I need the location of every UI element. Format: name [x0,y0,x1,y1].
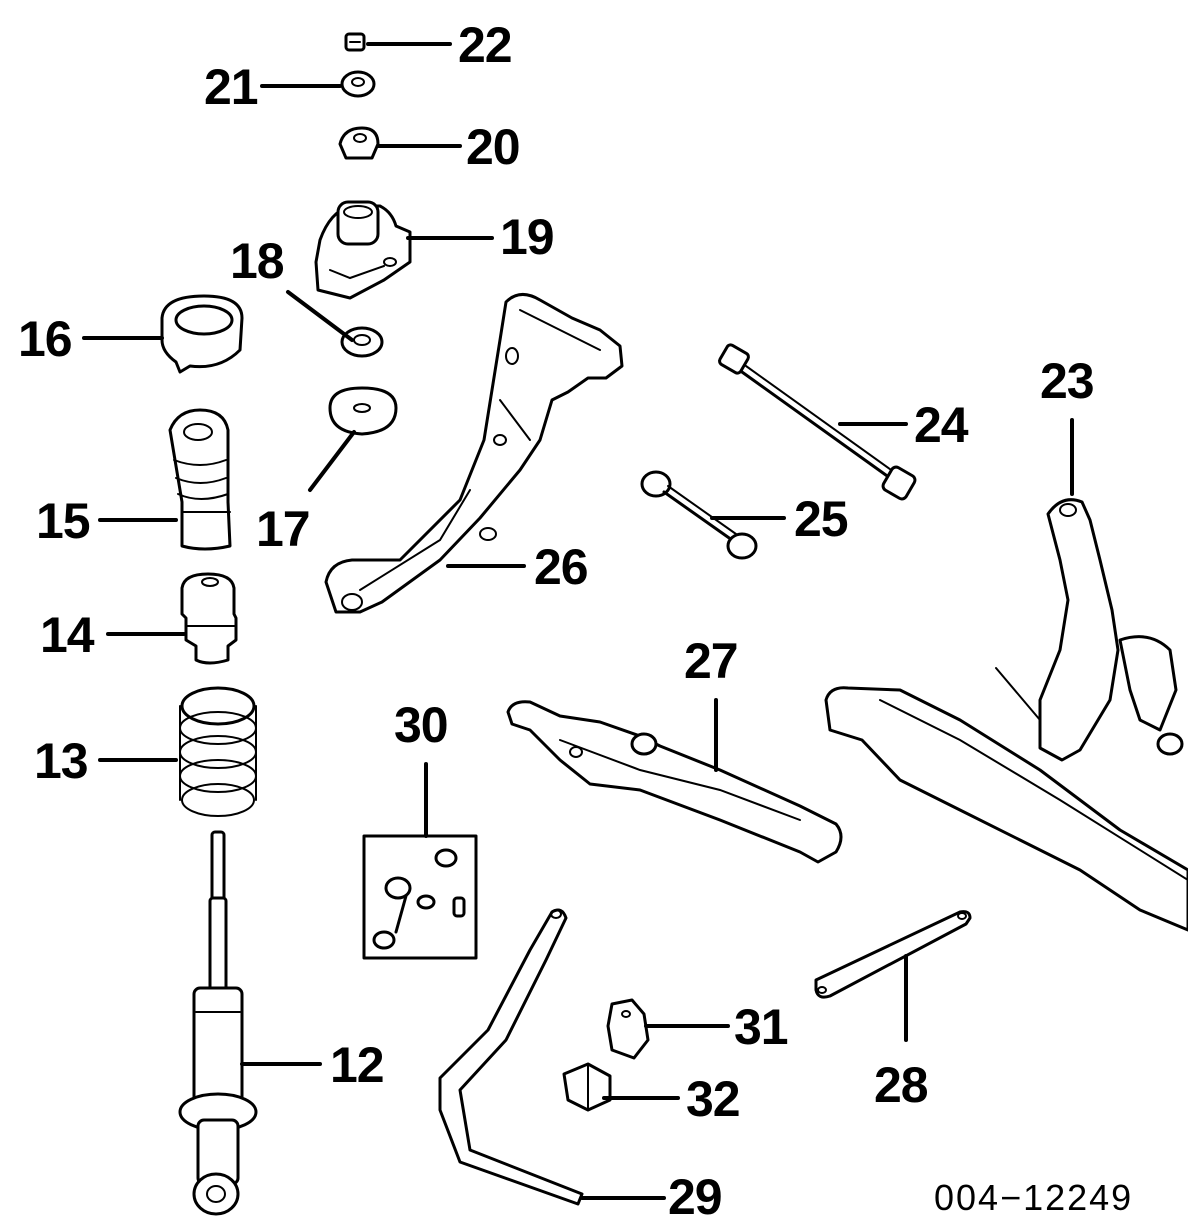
part-12-shock-absorber [178,830,258,1216]
callout-28: 28 [874,1057,929,1113]
callout-20: 20 [466,119,521,175]
callout-19: 19 [500,209,555,265]
callout-30: 30 [394,697,449,753]
diagram-code: 004−12249 [934,1177,1134,1218]
callout-15: 15 [36,493,91,549]
callout-25: 25 [794,491,849,547]
callout-29: 29 [668,1169,723,1225]
part-27-lower-arm [506,700,843,864]
part-20-bushing [338,126,380,160]
part-16-spring-seat [160,294,244,374]
callout-12: 12 [330,1037,385,1093]
part-29-stabilizer-bar [438,908,584,1206]
callout-32: 32 [686,1071,741,1127]
part-23-crossmember [824,498,1188,932]
callout-16: 16 [18,311,73,367]
part-19-upper-mount [314,200,412,300]
callout-17: 17 [256,501,311,557]
callout-13: 13 [34,733,89,789]
callout-31: 31 [734,999,789,1055]
part-18-washer [340,326,384,358]
part-21-washer [340,70,376,98]
part-30-link-kit [362,834,478,960]
callout-21: 21 [204,59,259,115]
part-28-link-bar [814,910,972,999]
part-31-bracket [606,998,650,1060]
part-25-toe-link [640,470,758,560]
callout-23: 23 [1040,353,1095,409]
part-22-nut [344,32,366,52]
part-24-lateral-link [718,343,917,501]
part-13-coil-spring [179,686,257,817]
callout-24: 24 [914,397,969,453]
part-14-isolator [180,572,238,665]
part-32-bushing [562,1062,612,1112]
callout-27: 27 [684,633,739,689]
callout-leader-lines [82,42,1074,1200]
part-26-trailing-arm [324,293,624,614]
callout-14: 14 [40,607,95,663]
part-17-spacer [328,386,398,436]
callout-22: 22 [458,17,513,73]
callout-18: 18 [230,233,285,289]
part-15-bumper-boot [168,408,232,551]
callout-26: 26 [534,539,589,595]
